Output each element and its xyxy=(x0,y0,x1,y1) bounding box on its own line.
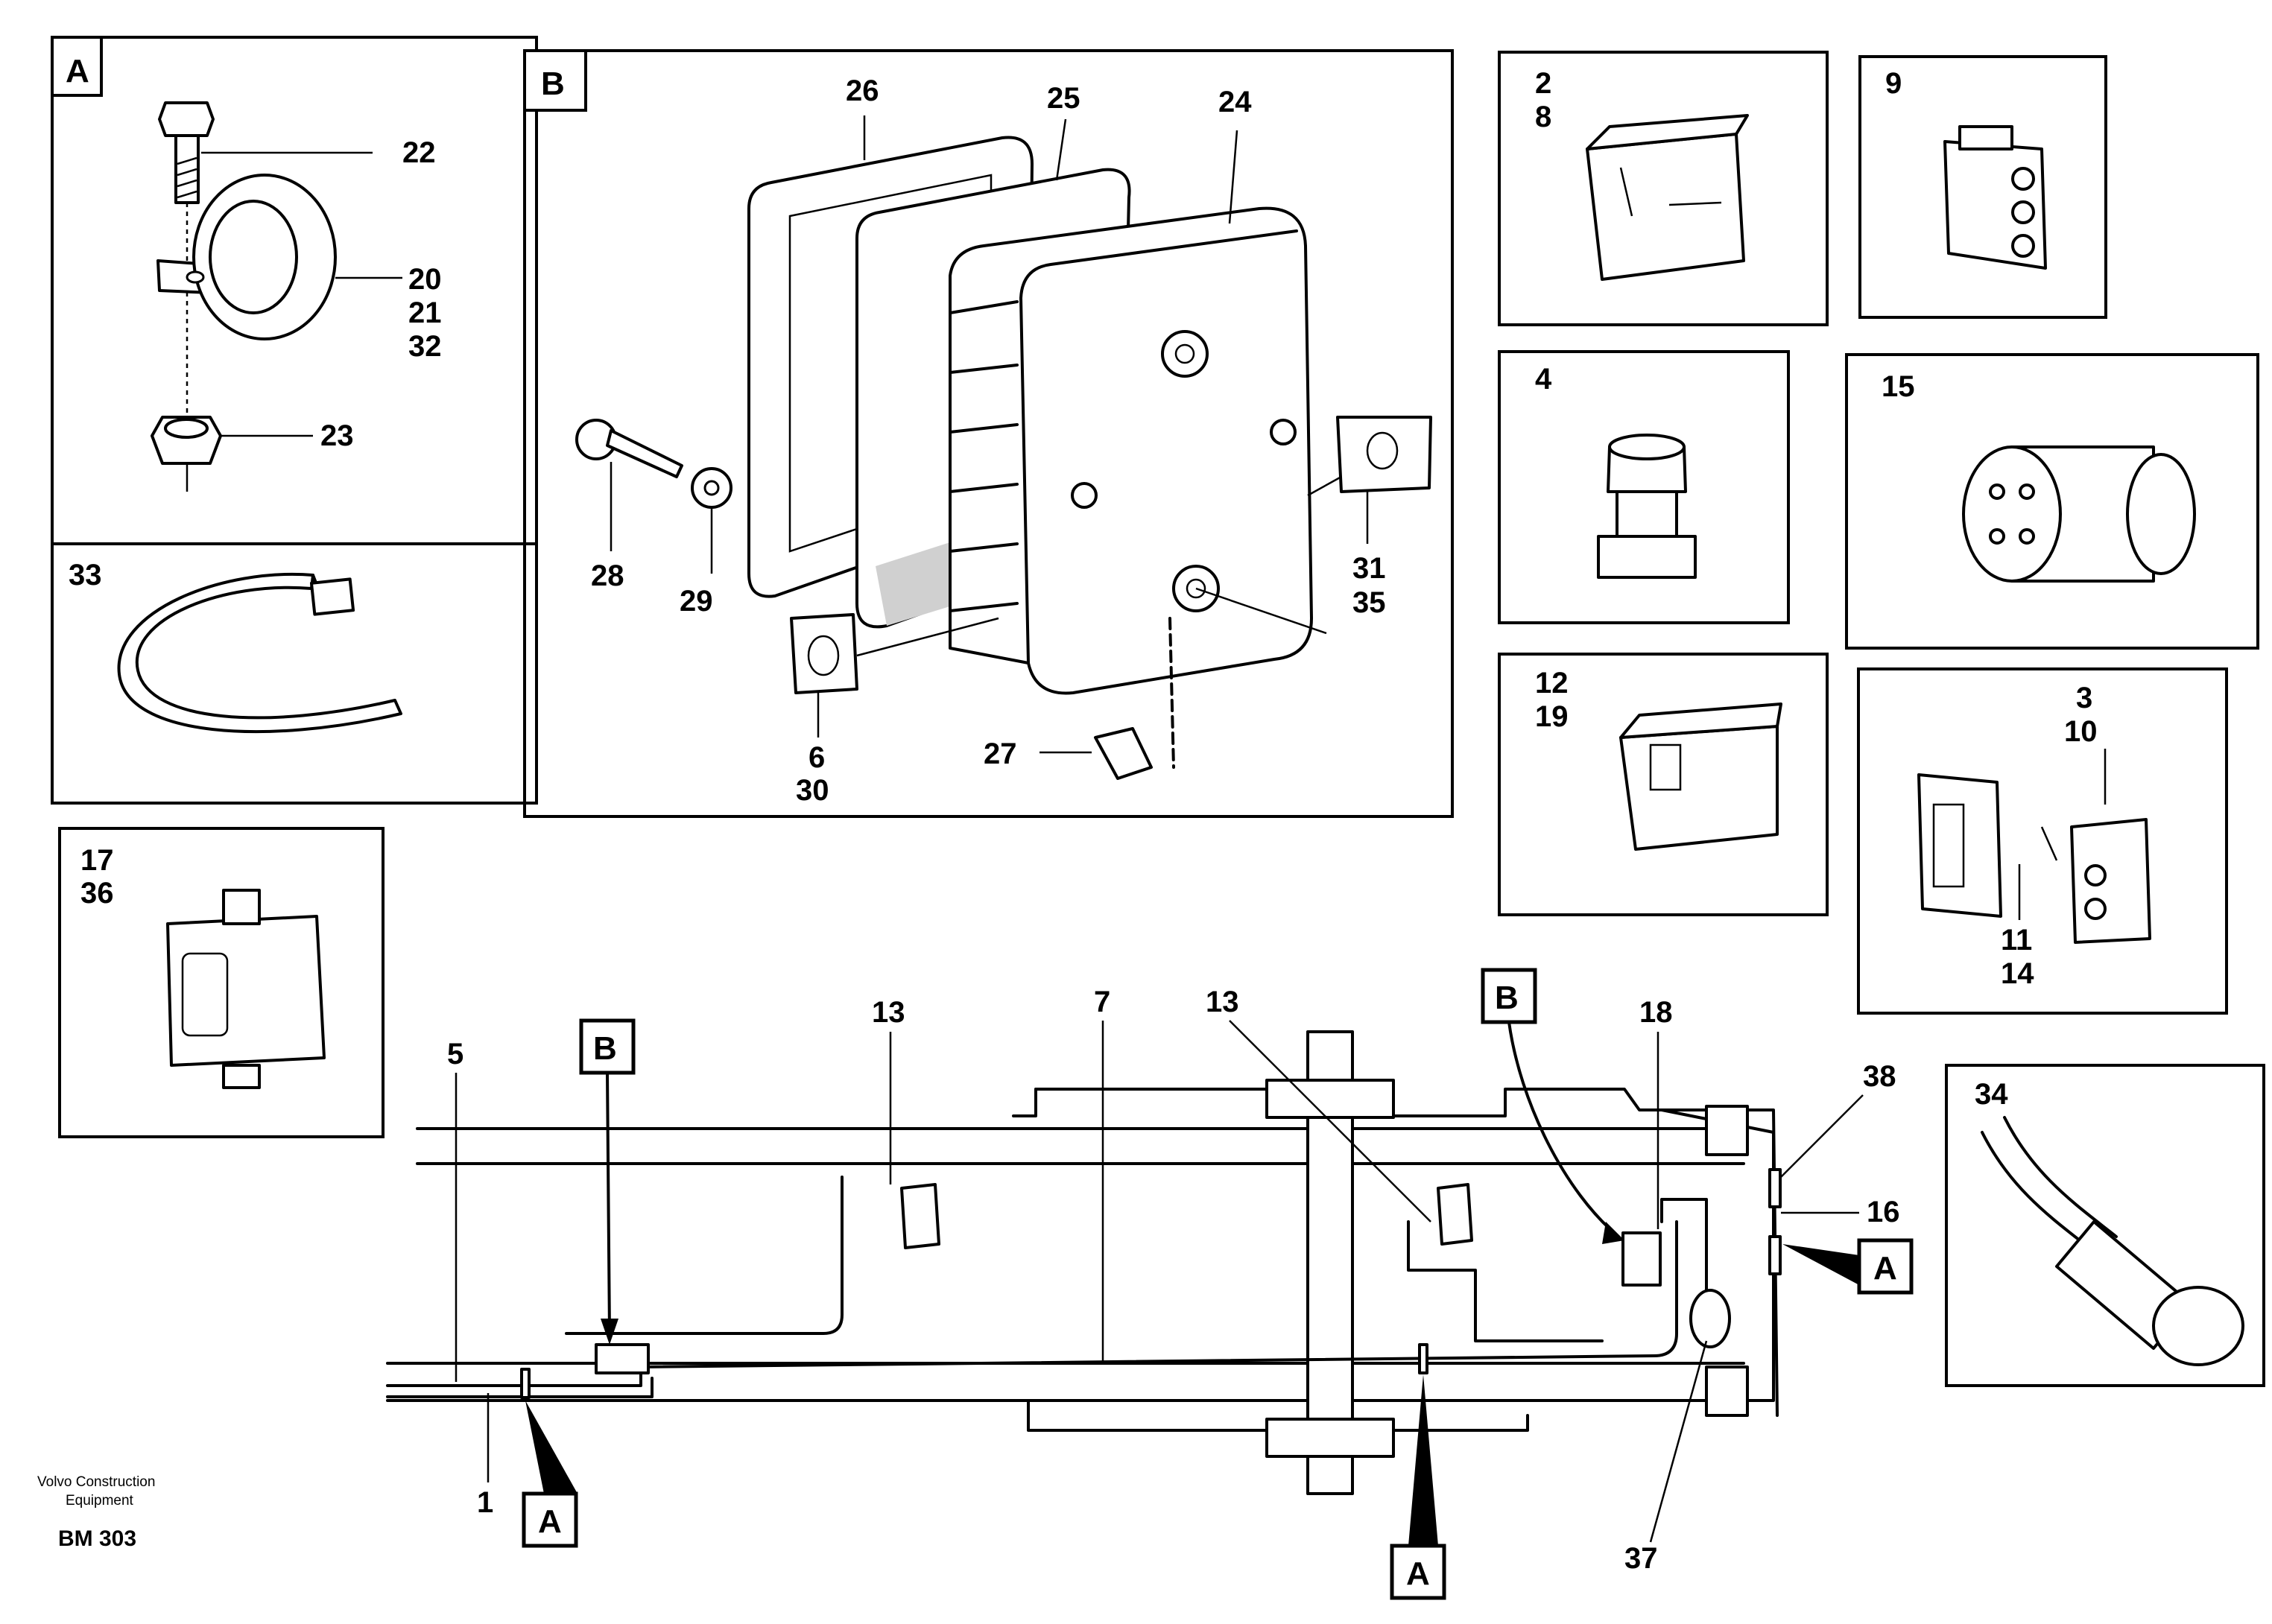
connector-9-drawing xyxy=(1943,125,2047,270)
tag-b-right xyxy=(1481,968,1537,1024)
callout-30: 30 xyxy=(796,774,829,807)
inset-3-10-11-14: 3 10 11 14 xyxy=(1857,667,2228,1015)
svg-text:A: A xyxy=(538,1503,562,1540)
location-tags: B B A A A xyxy=(522,968,1914,1600)
company-line-1: Volvo Construction xyxy=(37,1474,155,1490)
callout-21: 21 xyxy=(408,296,442,329)
frame-assembly xyxy=(386,1030,1782,1495)
inset-9: 9 xyxy=(1858,55,2107,319)
callout-13-right: 13 xyxy=(1206,986,1239,1018)
sensor-34-drawing xyxy=(1981,1116,2244,1366)
screw-27-drawing xyxy=(1094,727,1153,780)
gland-4-drawing xyxy=(1597,434,1697,579)
callout-13-left: 13 xyxy=(872,996,905,1029)
callout-18: 18 xyxy=(1639,996,1673,1029)
callout-16: 16 xyxy=(1867,1196,1900,1228)
inset-b-label: B xyxy=(541,66,565,102)
inset-a-tag xyxy=(51,36,103,97)
callout-10: 10 xyxy=(2064,715,2098,748)
callout-1: 1 xyxy=(477,1486,493,1519)
connector-11-drawing xyxy=(1917,773,2002,918)
grommet-6-drawing xyxy=(790,613,858,694)
inset-b-tag xyxy=(523,49,587,112)
inset-2-8: 2 8 xyxy=(1498,51,1829,326)
callout-3: 3 xyxy=(2076,682,2092,714)
callout-9: 9 xyxy=(1885,67,1902,100)
tag-a-left xyxy=(522,1491,578,1548)
nut-23-drawing xyxy=(151,416,222,492)
screw-28-drawing xyxy=(575,419,683,478)
callout-4: 4 xyxy=(1535,363,1552,396)
inset-a-label: A xyxy=(66,53,89,89)
bolt-22-drawing xyxy=(158,101,215,432)
svg-text:B: B xyxy=(1495,980,1519,1016)
inset-b: B 28 29 6 30 27 xyxy=(523,49,1454,818)
svg-text:B: B xyxy=(593,1030,617,1067)
inset-15: 15 xyxy=(1845,353,2259,650)
svg-text:A: A xyxy=(1406,1555,1430,1592)
callout-15: 15 xyxy=(1882,370,1915,403)
box-cover-24-drawing xyxy=(949,206,1313,695)
callout-8: 8 xyxy=(1535,101,1551,133)
callout-26: 26 xyxy=(846,74,879,107)
callout-35: 35 xyxy=(1352,586,1386,619)
tag-b-left xyxy=(579,1018,636,1075)
inset-34: 34 xyxy=(1945,1064,2265,1387)
connector-17-drawing xyxy=(166,889,326,1089)
callout-37: 37 xyxy=(1624,1542,1658,1575)
inset-a: A 22 20 21 32 23 xyxy=(51,36,538,805)
callout-22: 22 xyxy=(402,136,436,169)
inset-b-frame xyxy=(523,49,1454,818)
connector-15-drawing xyxy=(1962,445,2196,583)
callout-7: 7 xyxy=(1094,986,1110,1018)
inset-33-frame xyxy=(51,542,538,805)
drawing-id: BM 303 xyxy=(58,1526,136,1551)
footer: Volvo Construction Equipment BM 303 xyxy=(37,1474,155,1551)
svg-text:A: A xyxy=(1873,1250,1897,1287)
callout-29: 29 xyxy=(680,585,713,618)
company-line-2: Equipment xyxy=(66,1493,134,1509)
inset-4: 4 xyxy=(1498,350,1790,624)
callout-6: 6 xyxy=(809,741,825,774)
connector-12-drawing xyxy=(1619,702,1782,851)
callout-19: 19 xyxy=(1535,700,1569,733)
inset-12-19: 12 19 xyxy=(1498,653,1829,916)
callout-24: 24 xyxy=(1218,86,1252,118)
main-callouts: 5 1 13 7 13 18 38 16 37 xyxy=(447,986,1900,1575)
callout-20: 20 xyxy=(408,263,442,296)
connector-2-drawing xyxy=(1586,114,1749,281)
cable-tie-33-drawing xyxy=(117,572,402,734)
callout-12: 12 xyxy=(1535,667,1569,700)
callout-34: 34 xyxy=(1975,1078,2008,1111)
callout-2: 2 xyxy=(1535,67,1551,100)
callout-31: 31 xyxy=(1352,552,1386,585)
callout-23: 23 xyxy=(320,419,354,452)
callout-17: 17 xyxy=(80,844,114,877)
inset-17-36: 17 36 xyxy=(58,827,385,1138)
callout-14: 14 xyxy=(2001,957,2034,990)
tag-a-right xyxy=(1857,1238,1914,1295)
callout-33: 33 xyxy=(69,559,102,591)
callout-36: 36 xyxy=(80,877,114,910)
callout-27: 27 xyxy=(984,738,1017,770)
callout-32: 32 xyxy=(408,330,442,363)
callout-11: 11 xyxy=(2001,924,2032,957)
clamp-drawing xyxy=(156,174,337,340)
connector-3-drawing xyxy=(2070,818,2151,944)
callout-25: 25 xyxy=(1047,82,1080,115)
callout-38: 38 xyxy=(1863,1060,1896,1093)
callout-28: 28 xyxy=(591,559,624,592)
callout-5: 5 xyxy=(447,1038,463,1070)
grommet-31-drawing xyxy=(1336,416,1432,493)
